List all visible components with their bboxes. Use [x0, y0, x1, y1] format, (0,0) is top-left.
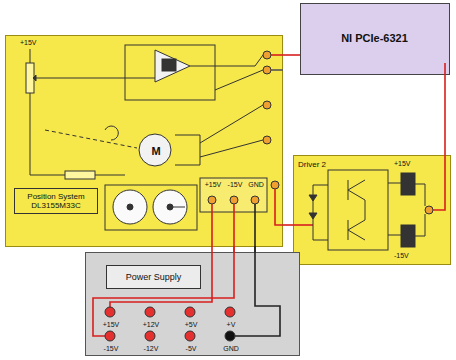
terminal-label: -15V: [104, 345, 119, 353]
terminal-label: GND: [223, 345, 239, 353]
terminal-label: GND: [248, 181, 264, 189]
terminal-label: +12V: [143, 321, 160, 329]
daq-card-box: NI PCIe-6321: [300, 3, 450, 75]
node-title: Power Supply: [106, 265, 201, 289]
motor-symbol-label: M: [151, 145, 160, 157]
terminal-label: -15V: [228, 181, 243, 189]
wire: [283, 224, 293, 226]
position-panel: Position System DL3155M33C +15V M +15V -15V G…: [5, 35, 283, 247]
terminal-label: +5V: [185, 321, 198, 329]
wire: [444, 75, 446, 155]
driver-panel: Driver 2 +15V -15V: [293, 155, 451, 265]
driver-drawing: [293, 155, 451, 265]
terminal-label: +15V: [103, 321, 120, 329]
terminal-label: +15V: [205, 181, 222, 189]
power-supply-panel: Power Supply +15V +12V +5V +V -15V -12V -5V GND: [85, 252, 300, 356]
terminal-label: +15V: [394, 160, 411, 168]
node-title: Position System DL3155M33C: [14, 188, 98, 214]
position-system-drawing: [5, 35, 283, 247]
wire: [283, 54, 300, 56]
terminal-label: -15V: [394, 252, 409, 260]
node-title: NI PCIe-6321: [301, 4, 448, 73]
terminal-label: -12V: [144, 345, 159, 353]
terminal-label: +15V: [20, 39, 37, 47]
terminal-label: -5V: [186, 345, 197, 353]
terminal-label: +V: [227, 321, 236, 329]
node-title: Driver 2: [298, 160, 326, 169]
